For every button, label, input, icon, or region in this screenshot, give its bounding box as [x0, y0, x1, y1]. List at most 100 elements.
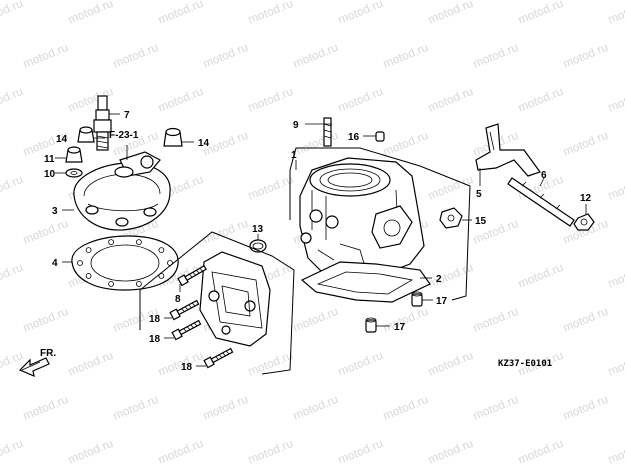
callout-10: 10: [44, 169, 56, 180]
watermark-text: motod.ru: [606, 348, 625, 379]
watermark-text: motod.ru: [246, 348, 295, 379]
watermark-text: motod.ru: [201, 216, 250, 247]
gasket-hole: [135, 280, 142, 287]
watermark-text: motod.ru: [156, 0, 205, 27]
diagram-code: KZ37-E0101: [498, 359, 552, 369]
callout-17-a: 17: [436, 296, 448, 307]
watermark-text: motod.ru: [561, 128, 610, 159]
callout-17-b: 17: [394, 322, 406, 333]
washer-10: [65, 168, 83, 178]
watermark-text: motod.ru: [336, 436, 385, 467]
valve-shaft: [507, 177, 575, 227]
callout-5: 5: [476, 189, 482, 200]
watermark-text: motod.ru: [246, 172, 295, 203]
watermark-text: motod.ru: [336, 0, 385, 27]
watermark-text: motod.ru: [21, 392, 70, 423]
callout-16: 16: [348, 132, 360, 143]
stud-bolt: [323, 117, 332, 147]
callout-6: 6: [541, 170, 547, 181]
leader-lines: [55, 113, 587, 367]
cap-nut-left: [77, 126, 95, 143]
watermark-text: motod.ru: [246, 0, 295, 27]
watermark-text: motod.ru: [516, 260, 565, 291]
reed-valve-housing: [199, 251, 271, 347]
watermark-text: motod.ru: [426, 436, 475, 467]
watermark-text: motod.ru: [0, 436, 25, 467]
watermark-text: motod.ru: [561, 40, 610, 71]
watermark-text: motod.ru: [381, 128, 430, 159]
callout-12: 12: [580, 193, 592, 204]
watermark-text: motod.ru: [606, 436, 625, 467]
callout-3: 3: [52, 206, 58, 217]
valve-lever: [475, 123, 541, 177]
watermark-text: motod.ru: [516, 84, 565, 115]
watermark-text: motod.ru: [21, 40, 70, 71]
dowel-pin-17-b: [365, 317, 377, 333]
watermark-text: motod.ru: [606, 84, 625, 115]
callout-labels: 7 14 14 11 10 3 4 9 16 1 2 17 17 15 13 5…: [44, 110, 592, 373]
watermark-text: motod.ru: [111, 40, 160, 71]
head-gasket: [71, 235, 179, 291]
nut-11: [65, 146, 83, 163]
valve-nut: [573, 213, 595, 231]
watermark-text: motod.ru: [156, 84, 205, 115]
watermark-text: motod.ru: [0, 348, 25, 379]
bolts: [169, 264, 234, 369]
watermark-text: motod.ru: [426, 260, 475, 291]
callout-13: 13: [252, 224, 264, 235]
cap-nut-right: [163, 127, 183, 147]
gasket-hole: [135, 239, 142, 246]
watermark-text: motod.ru: [606, 260, 625, 291]
base-gasket: [300, 261, 431, 303]
nut-15: [439, 207, 463, 229]
watermark-text: motod.ru: [201, 392, 250, 423]
callout-9: 9: [293, 120, 299, 131]
callout-7: 7: [124, 110, 130, 121]
watermark-text: motod.ru: [291, 392, 340, 423]
callout-8: 8: [175, 294, 181, 305]
watermark-text: motod.ru: [66, 348, 115, 379]
watermark-text: motod.ru: [606, 0, 625, 27]
watermark-text: motod.ru: [291, 128, 340, 159]
watermark-text: motod.ru: [66, 436, 115, 467]
watermark-text: motod.ru: [471, 392, 520, 423]
gasket-hole: [158, 247, 165, 254]
watermark-text: motod.ru: [21, 304, 70, 335]
watermark-text: motod.ru: [516, 436, 565, 467]
watermark-text: motod.ru: [0, 0, 25, 27]
watermark-text: motod.ru: [21, 216, 70, 247]
watermark-text: motod.ru: [471, 40, 520, 71]
watermark-text: motod.ru: [561, 392, 610, 423]
bolt-18-b: [171, 319, 202, 341]
dowel-pin-16: [375, 131, 385, 142]
watermark-text: motod.ru: [606, 172, 625, 203]
callout-2: 2: [436, 274, 442, 285]
watermark-text: motod.ru: [291, 40, 340, 71]
watermark-text: motod.ru: [201, 40, 250, 71]
bolt-18-c: [203, 347, 234, 369]
gasket-hole: [85, 247, 92, 254]
callout-15: 15: [475, 216, 487, 227]
watermark-text: motod.ru: [381, 392, 430, 423]
front-direction-arrow: FR.: [18, 348, 56, 378]
watermark-text: motod.ru: [0, 84, 25, 115]
watermark-text: motod.ru: [156, 436, 205, 467]
gasket-hole: [108, 280, 114, 287]
watermark-text: motod.ru: [426, 84, 475, 115]
watermark-text: motod.ru: [561, 304, 610, 335]
watermark-text: motod.ru: [381, 40, 430, 71]
watermark-text: motod.ru: [426, 0, 475, 27]
watermark-text: motod.ru: [291, 304, 340, 335]
callout-18-c: 18: [181, 362, 193, 373]
watermark-text: motod.ru: [111, 392, 160, 423]
cylinder-head: [73, 151, 171, 231]
watermark-text: motod.ru: [336, 348, 385, 379]
watermark-text: motod.ru: [66, 0, 115, 27]
watermark-text: motod.ru: [0, 172, 25, 203]
watermark-text: motod.ru: [426, 348, 475, 379]
callout-1: 1: [291, 150, 297, 161]
cylinder-frame: [289, 147, 471, 301]
watermark-text: motod.ru: [246, 84, 295, 115]
intake-frame: [139, 231, 295, 375]
